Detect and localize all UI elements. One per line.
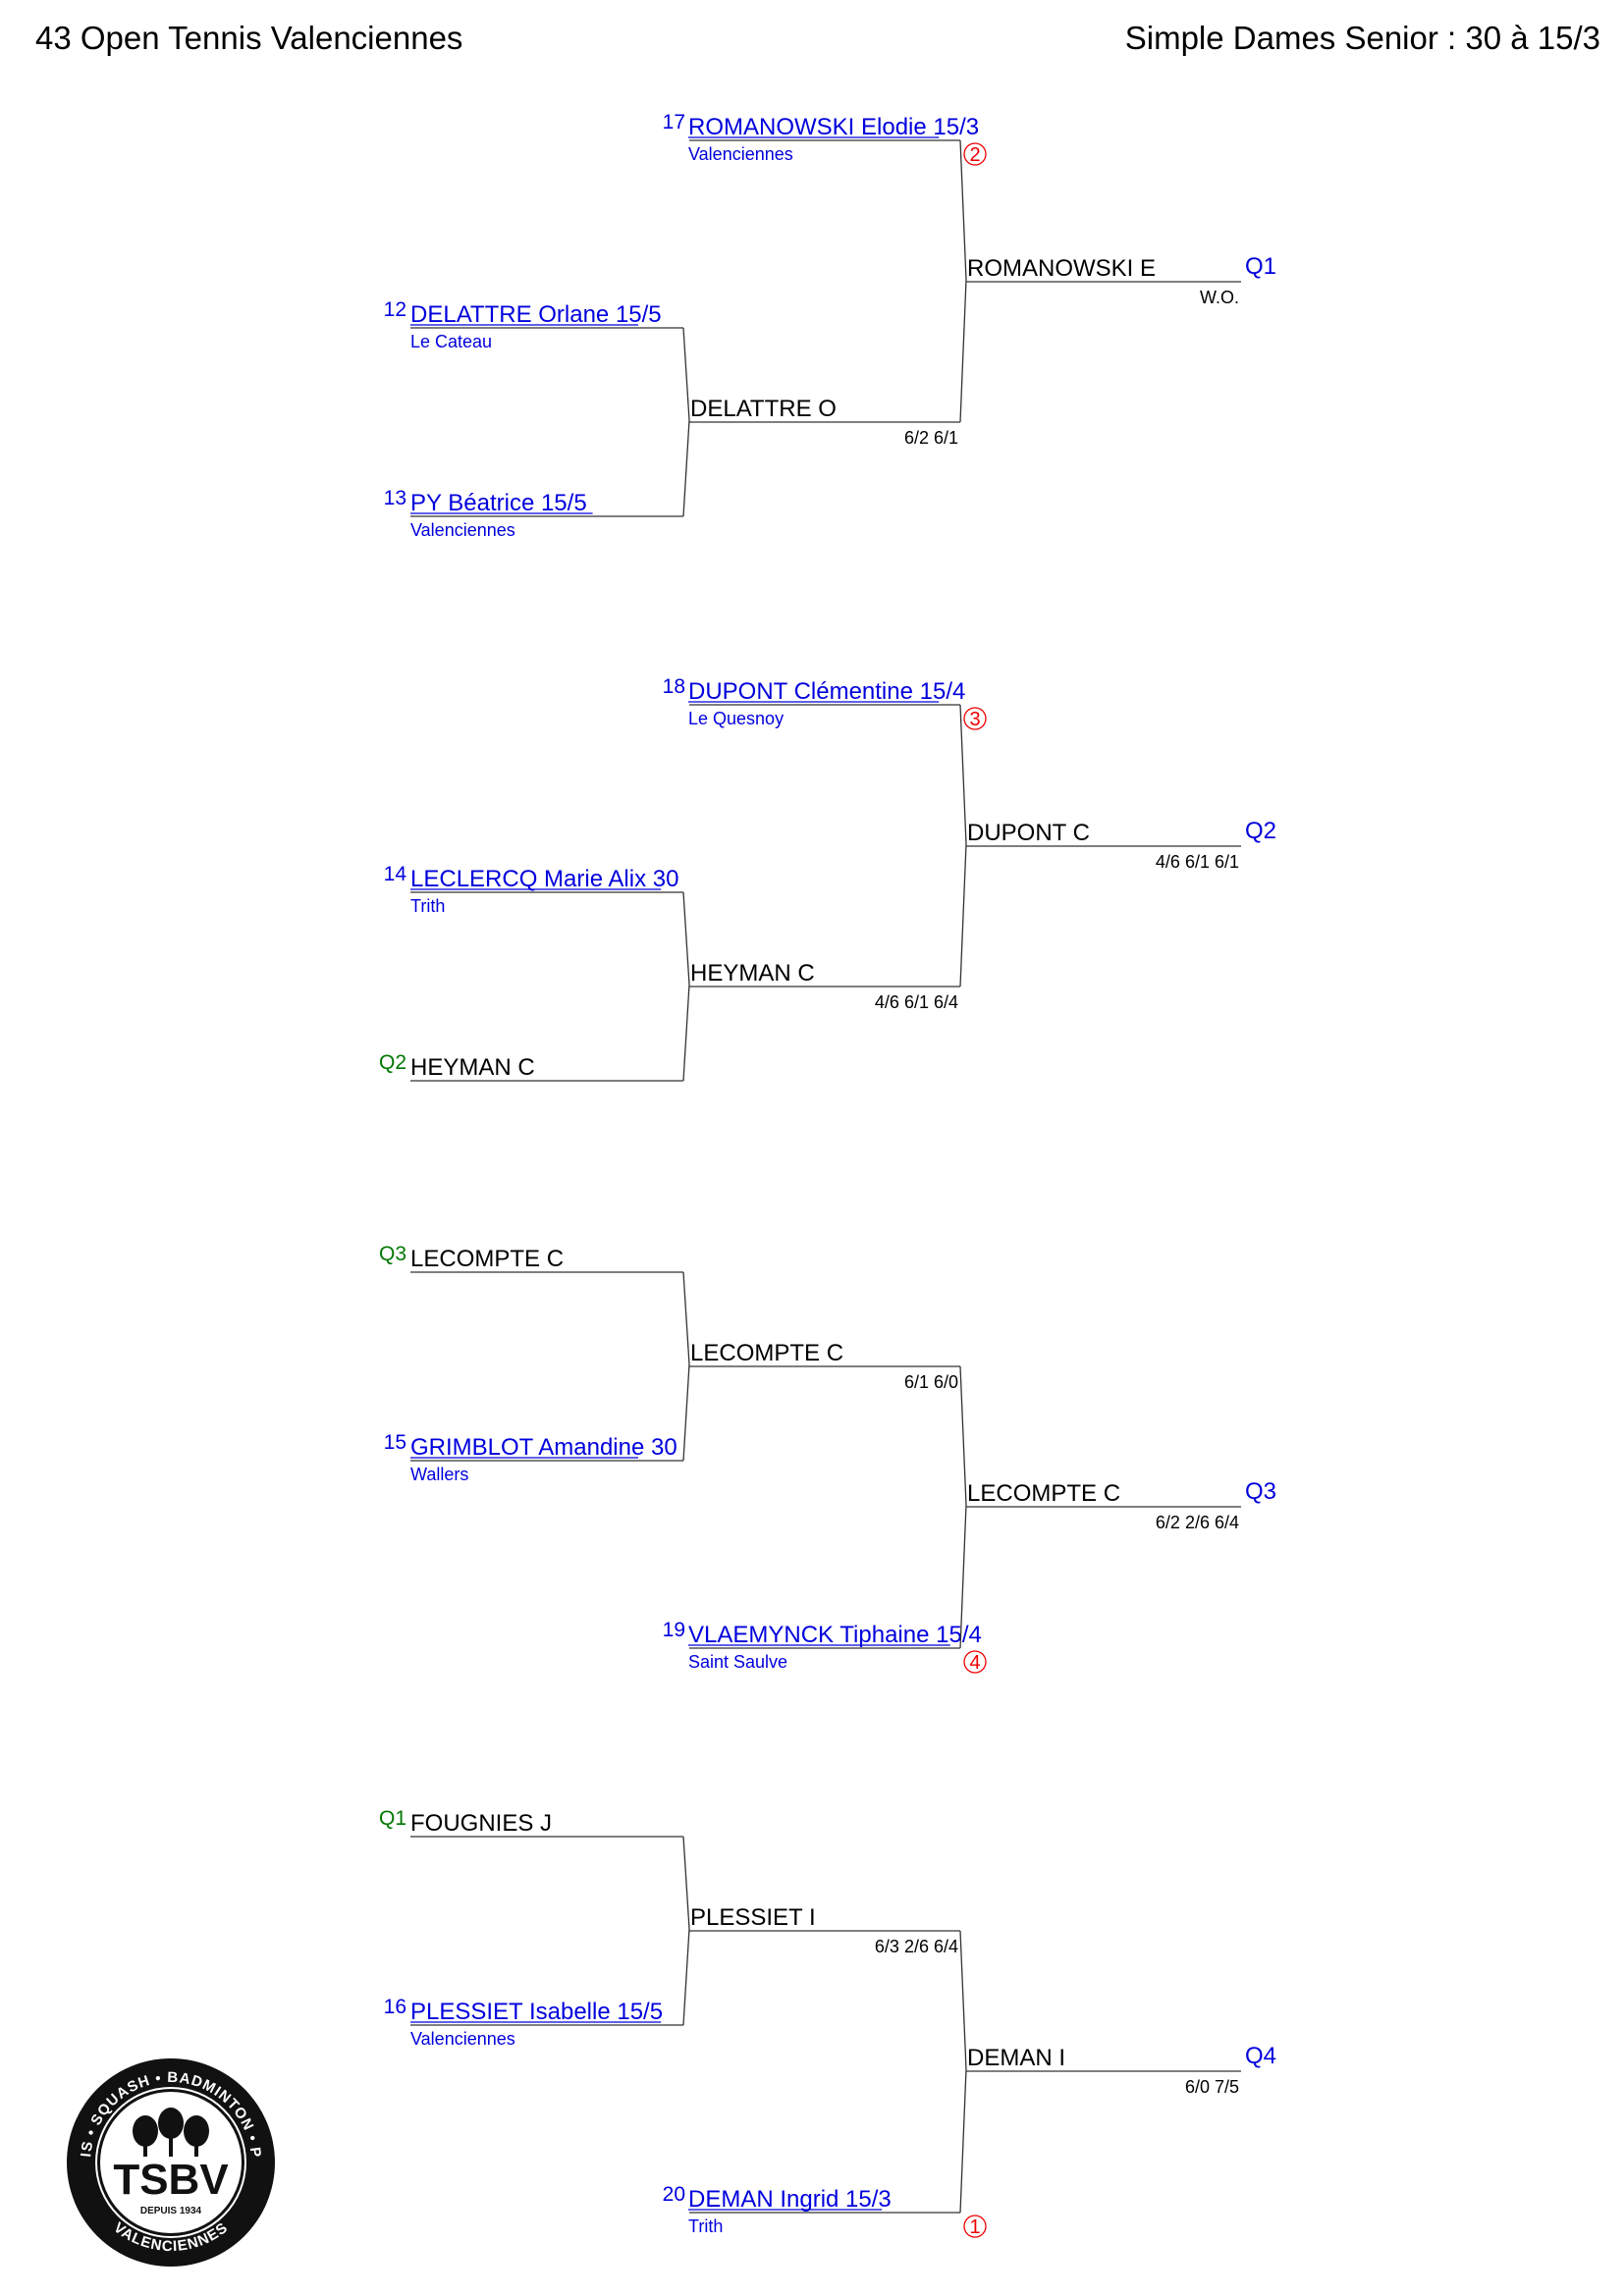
player-name: LECOMPTE C — [410, 1246, 564, 1272]
player-prefix: 13 — [384, 487, 406, 509]
player-club: Valenciennes — [410, 520, 515, 540]
logo-founded-text: DEPUIS 1934 — [140, 2206, 202, 2216]
section-winner-name: DUPONT C — [967, 820, 1090, 846]
player-prefix: 14 — [384, 863, 407, 885]
player-prefix: Q1 — [379, 1807, 406, 1830]
player-club: Trith — [688, 2216, 723, 2236]
bracket-connector — [682, 1836, 690, 1930]
qualifier-out-label: Q2 — [1245, 818, 1276, 844]
tsbv-logo: TENNIS • SQUASH • BADMINTON • PADEL VALE… — [65, 2056, 275, 2267]
bracket-connector — [682, 984, 690, 1082]
seed-mark-circle — [963, 707, 987, 730]
match-score: 6/1 6/0 — [904, 1372, 958, 1392]
player-prefix: 17 — [663, 111, 685, 133]
player-club: Le Cateau — [410, 332, 492, 351]
player-link[interactable]: DUPONT Clémentine 15/4 — [688, 678, 965, 705]
player-club: Saint Saulve — [688, 1652, 787, 1672]
player-club: Wallers — [410, 1465, 468, 1484]
match-score: 4/6 6/1 6/1 — [1156, 852, 1239, 872]
player-prefix: 15 — [384, 1431, 406, 1454]
seed-mark-circle — [963, 1650, 987, 1674]
player-club: Valenciennes — [688, 144, 793, 164]
bracket-connector — [682, 327, 690, 421]
tournament-title: 43 Open Tennis Valenciennes — [35, 20, 463, 56]
category-title: Simple Dames Senior : 30 à 15/3 — [1124, 20, 1600, 56]
seed-mark-circle — [963, 142, 987, 166]
bracket-connector — [682, 1271, 690, 1365]
player-link[interactable]: DEMAN Ingrid 15/3 — [688, 2186, 892, 2213]
player-prefix: 12 — [384, 298, 406, 321]
match-score: 6/0 7/5 — [1185, 2077, 1239, 2097]
bracket-connector — [682, 1363, 690, 1462]
player-link[interactable]: PLESSIET Isabelle 15/5 — [410, 1999, 663, 2025]
match-score: W.O. — [1200, 288, 1239, 307]
round-winner-name: PLESSIET I — [690, 1904, 816, 1931]
section-winner-name: ROMANOWSKI E — [967, 255, 1156, 282]
bracket-connector — [959, 2068, 967, 2214]
bracket-connector — [959, 1930, 967, 2070]
player-link[interactable]: DELATTRE Orlane 15/5 — [410, 301, 662, 328]
racket-cluster-icon — [133, 2108, 209, 2157]
player-link[interactable]: ROMANOWSKI Elodie 15/3 — [688, 114, 979, 140]
seed-mark: 4 — [969, 1652, 980, 1674]
player-link[interactable]: PY Béatrice 15/5 — [410, 490, 587, 516]
bracket-connector — [959, 1504, 967, 1649]
bracket-connector — [959, 139, 967, 281]
seed-mark: 2 — [969, 144, 980, 166]
match-score: 6/3 2/6 6/4 — [875, 1937, 958, 1956]
match-score: 6/2 6/1 — [904, 428, 958, 448]
bracket-connector — [682, 891, 690, 986]
player-name: FOUGNIES J — [410, 1810, 552, 1837]
section-winner-name: DEMAN I — [967, 2045, 1065, 2071]
player-name: HEYMAN C — [410, 1054, 535, 1081]
seed-mark-circle — [963, 2215, 987, 2238]
bracket-connector — [959, 843, 967, 988]
match-score: 6/2 2/6 6/4 — [1156, 1513, 1239, 1532]
bracket-connector — [682, 1928, 690, 2026]
logo-text: TSBV — [113, 2156, 229, 2204]
qualifier-out-label: Q1 — [1245, 253, 1276, 280]
seed-mark: 3 — [969, 709, 980, 730]
player-club: Le Quesnoy — [688, 709, 784, 728]
round-winner-name: DELATTRE O — [690, 396, 837, 422]
player-club: Valenciennes — [410, 2029, 515, 2049]
bracket-connector — [959, 279, 967, 423]
player-link[interactable]: LECLERCQ Marie Alix 30 — [410, 866, 678, 892]
qualifier-out-label: Q3 — [1245, 1478, 1276, 1505]
player-prefix: 16 — [384, 1996, 406, 2018]
seed-mark: 1 — [969, 2216, 980, 2238]
player-prefix: 19 — [663, 1619, 685, 1641]
player-link[interactable]: VLAEMYNCK Tiphaine 15/4 — [688, 1622, 982, 1648]
bracket-connector — [682, 419, 690, 517]
player-club: Trith — [410, 896, 445, 916]
player-prefix: Q2 — [379, 1051, 406, 1074]
section-winner-name: LECOMPTE C — [967, 1480, 1120, 1507]
round-winner-name: HEYMAN C — [690, 960, 815, 987]
player-prefix: Q3 — [379, 1243, 406, 1265]
player-prefix: 18 — [663, 675, 685, 698]
qualifier-out-label: Q4 — [1245, 2043, 1276, 2069]
bracket-connector — [959, 704, 967, 845]
bracket-connector — [959, 1365, 967, 1506]
player-link[interactable]: GRIMBLOT Amandine 30 — [410, 1434, 677, 1461]
match-score: 4/6 6/1 6/4 — [875, 992, 958, 1012]
round-winner-name: LECOMPTE C — [690, 1340, 843, 1366]
player-prefix: 20 — [663, 2183, 685, 2206]
